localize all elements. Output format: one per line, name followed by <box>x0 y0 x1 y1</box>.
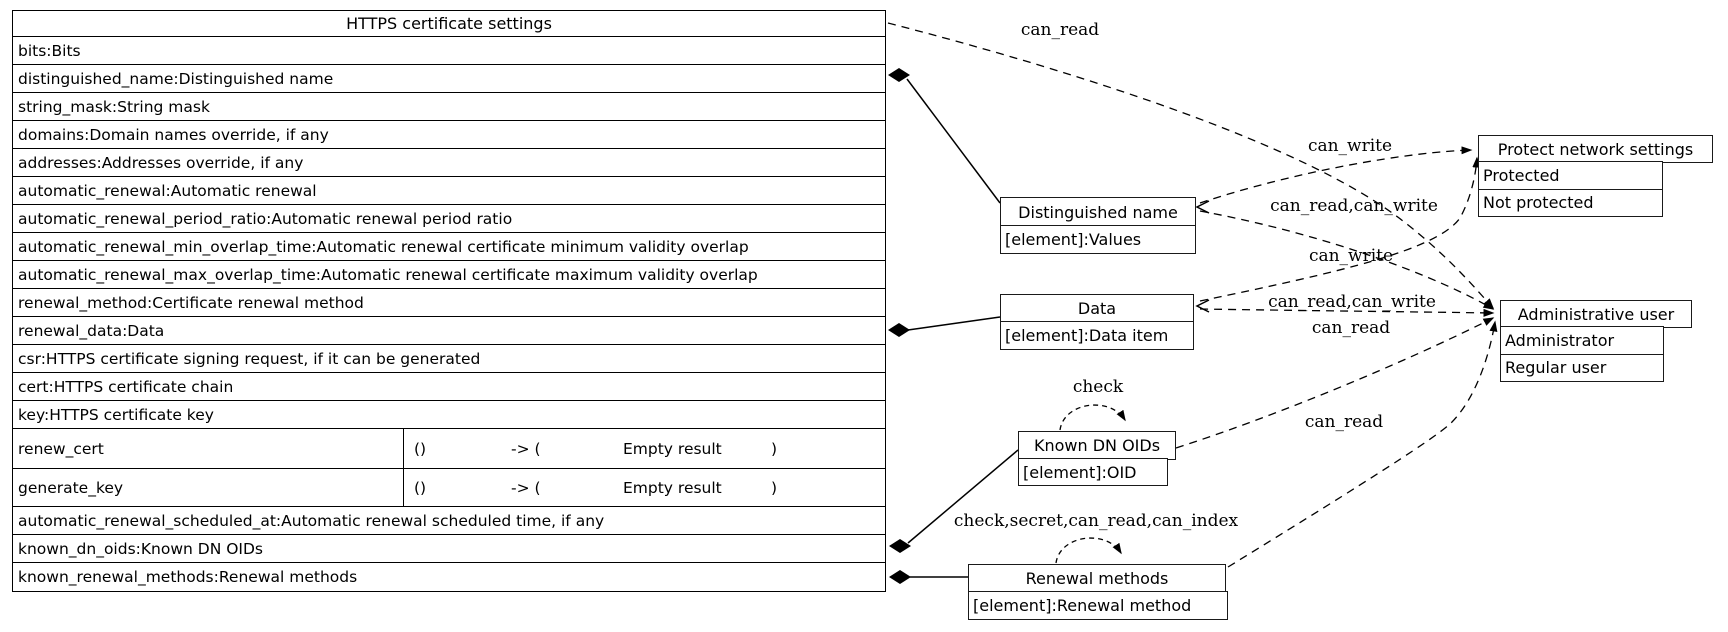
edge-label-known-dn-self: check <box>1072 377 1124 397</box>
node-title: Known DN OIDs <box>1018 431 1176 460</box>
node-data: Data [element]:Data item <box>1000 294 1194 351</box>
arrowhead-into-dn <box>1195 200 1210 214</box>
table-row-distinguished-name: distinguished_name:Distinguished name <box>13 64 885 92</box>
table-row-domains: domains:Domain names override, if any <box>13 120 885 148</box>
node-element-row: [element]:OID <box>1018 458 1168 487</box>
node-renewal-methods: Renewal methods [element]:Renewal method <box>968 564 1228 621</box>
table-row-string-mask: string_mask:String mask <box>13 92 885 120</box>
method-arrow: -> ( <box>511 478 541 497</box>
method-signature: () -> ( Empty result ) <box>404 469 885 506</box>
table-row-known-dn-oids: known_dn_oids:Known DN OIDs <box>13 534 885 562</box>
node-element-row: [element]:Data item <box>1000 321 1194 351</box>
node-title: Protect network settings <box>1478 135 1713 163</box>
enum-value: Not protected <box>1478 188 1663 217</box>
table-row-generate-key: generate_key () -> ( Empty result ) <box>13 468 885 506</box>
table-row-csr: csr:HTTPS certificate signing request, i… <box>13 344 885 372</box>
method-name: renew_cert <box>13 429 404 468</box>
method-close: ) <box>771 439 778 458</box>
table-row-renew-cert: renew_cert () -> ( Empty result ) <box>13 428 885 468</box>
method-result: Empty result <box>623 478 722 497</box>
table-row-automatic-renewal-min-overlap-time: automatic_renewal_min_overlap_time:Autom… <box>13 232 885 260</box>
edge-known-dn-self-loop <box>1059 404 1126 431</box>
edge-renewal-self-loop <box>1055 537 1122 564</box>
diamond-renewal-data <box>888 323 910 337</box>
method-signature: () -> ( Empty result ) <box>404 429 885 468</box>
table-row-addresses: addresses:Addresses override, if any <box>13 148 885 176</box>
enum-value: Regular user <box>1500 353 1664 382</box>
edge-renewal-to-admin <box>1227 320 1498 568</box>
method-args: () <box>414 439 427 458</box>
arrowhead-into-data <box>1195 299 1210 313</box>
edge-label-dn-to-protect: can_write <box>1307 136 1393 156</box>
diamond-distinguished-name <box>888 68 910 82</box>
method-close: ) <box>771 478 778 497</box>
diamond-known-renewal-methods <box>889 570 911 584</box>
diamond-known-dn-oids <box>889 539 911 553</box>
composition-diamonds <box>888 68 911 584</box>
edge-label-renewal-self: check,secret,can_read,can_index <box>953 511 1239 531</box>
table-row-cert: cert:HTTPS certificate chain <box>13 372 885 400</box>
table-row-automatic-renewal-period-ratio: automatic_renewal_period_ratio:Automatic… <box>13 204 885 232</box>
https-certificate-settings-table: HTTPS certificate settings bits:Bits dis… <box>12 10 886 592</box>
node-protect-network-settings: Protect network settings Protected Not p… <box>1478 135 1713 217</box>
method-name: generate_key <box>13 469 404 506</box>
edge-data-to-protect <box>1199 156 1481 302</box>
edge-label-table-to-admin: can_read <box>1020 20 1100 40</box>
table-row-bits: bits:Bits <box>13 36 885 64</box>
node-distinguished-name: Distinguished name [element]:Values <box>1000 197 1196 255</box>
edge-label-data-to-admin: can_read,can_write <box>1268 292 1436 312</box>
node-element-row: [element]:Renewal method <box>968 591 1228 621</box>
table-row-automatic-renewal: automatic_renewal:Automatic renewal <box>13 176 885 204</box>
method-result: Empty result <box>623 439 722 458</box>
node-known-dn-oids: Known DN OIDs [element]:OID <box>1018 431 1176 487</box>
table-row-known-renewal-methods: known_renewal_methods:Renewal methods <box>13 562 885 591</box>
enum-value: Administrator <box>1500 326 1664 356</box>
method-arrow: -> ( <box>511 439 541 458</box>
method-args: () <box>414 478 427 497</box>
enum-value: Protected <box>1478 161 1663 191</box>
table-row-automatic-renewal-max-overlap-time: automatic_renewal_max_overlap_time:Autom… <box>13 260 885 288</box>
table-title: HTTPS certificate settings <box>346 14 552 33</box>
node-title: Renewal methods <box>968 564 1226 593</box>
edge-dn-composition <box>906 78 1001 204</box>
edge-data-composition <box>907 316 1001 331</box>
node-title: Data <box>1000 294 1194 323</box>
node-administrative-user: Administrative user Administrator Regula… <box>1500 300 1692 382</box>
reverse-arrowheads <box>1195 200 1210 313</box>
edge-label-dn-to-admin: can_read,can_write <box>1270 196 1438 216</box>
node-title: Distinguished name <box>1000 197 1196 227</box>
edge-table-to-admin <box>887 22 1494 310</box>
edge-label-renewal-to-admin: can_read <box>1304 412 1384 432</box>
node-title: Administrative user <box>1500 300 1692 328</box>
table-row-renewal-method: renewal_method:Certificate renewal metho… <box>13 288 885 316</box>
table-row-key: key:HTTPS certificate key <box>13 400 885 428</box>
table-row-renewal-data: renewal_data:Data <box>13 316 885 344</box>
node-element-row: [element]:Values <box>1000 225 1196 255</box>
edge-label-known-dn-to-admin: can_read <box>1311 318 1391 338</box>
edge-label-data-to-protect: can_write <box>1308 246 1394 266</box>
table-row-automatic-renewal-scheduled-at: automatic_renewal_scheduled_at:Automatic… <box>13 506 885 534</box>
